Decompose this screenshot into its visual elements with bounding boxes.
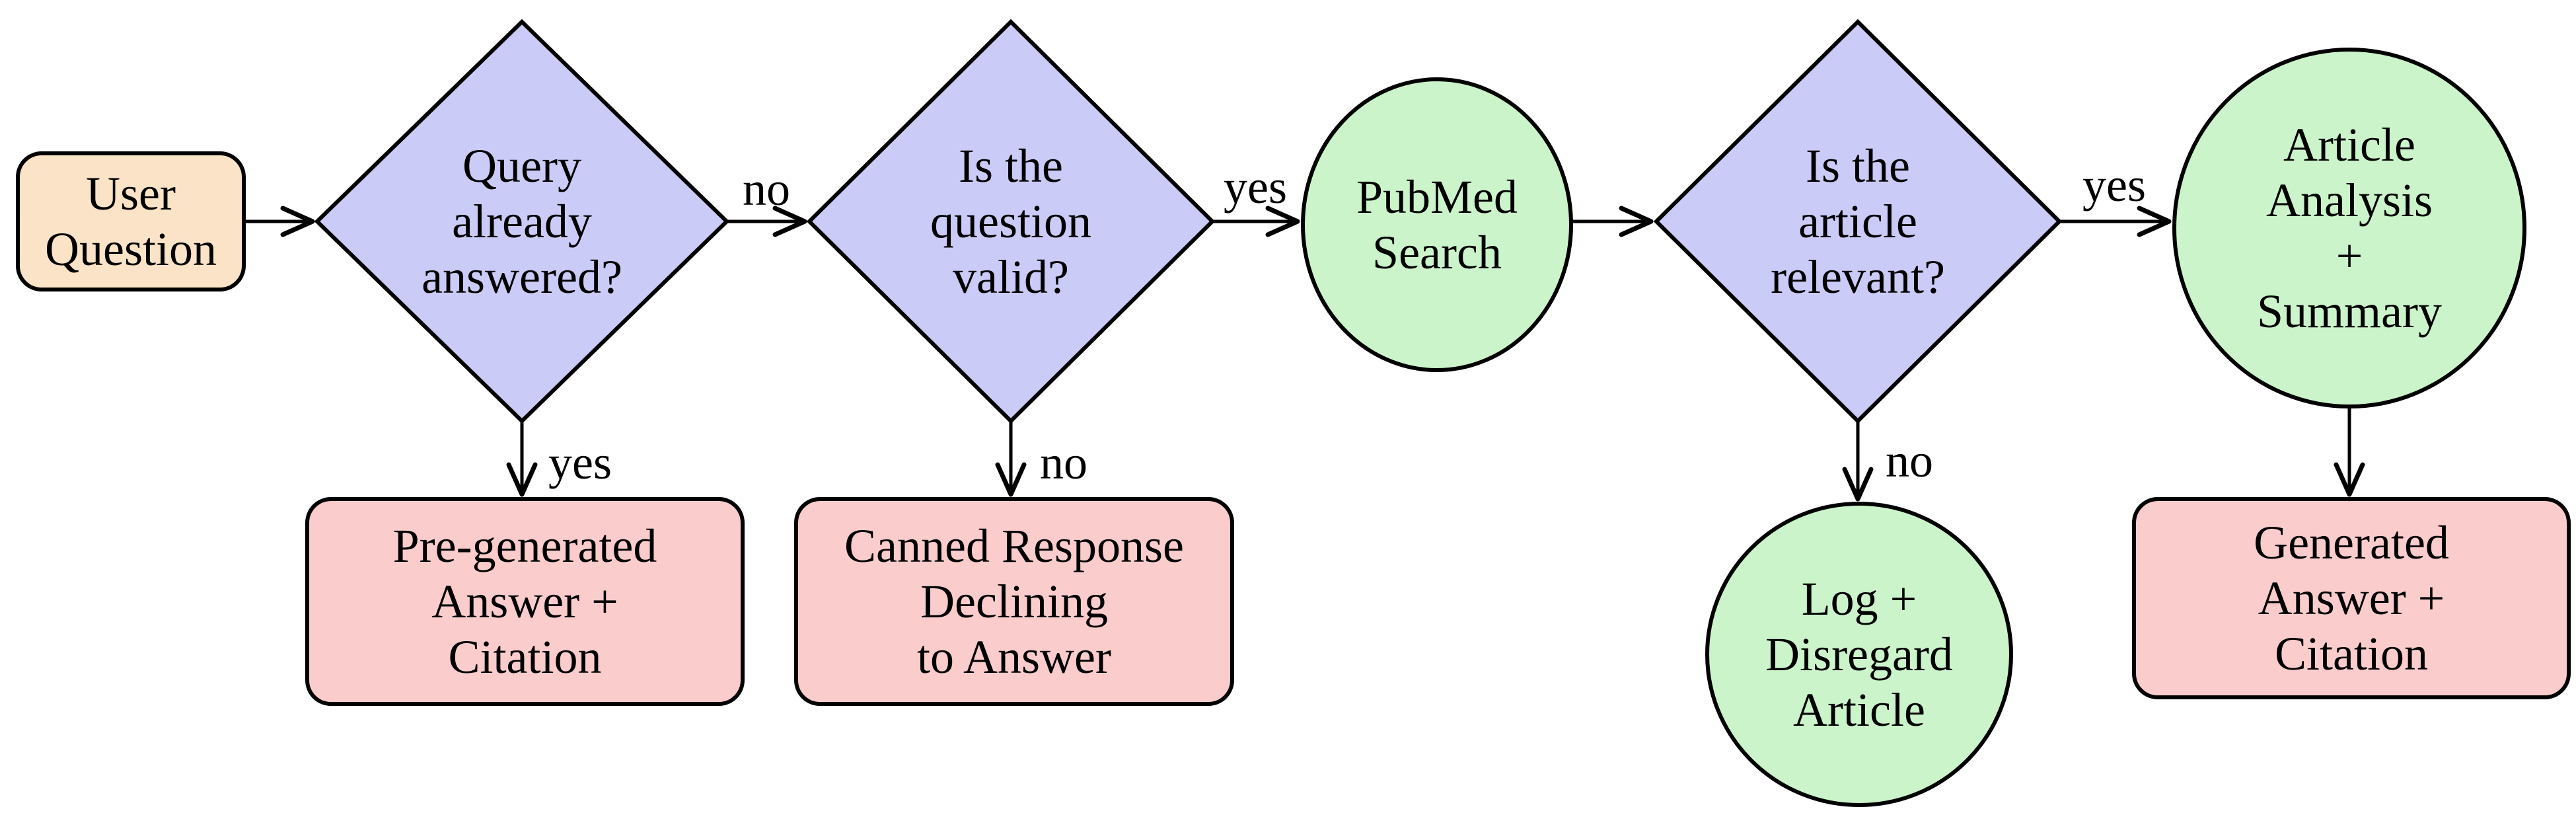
- node-shape-question-valid: [806, 19, 1216, 424]
- node-label-article-relevant: Is the article relevant?: [1771, 139, 1945, 303]
- node-label-user-question: User Question: [45, 167, 217, 276]
- node-shape-user-question: [16, 151, 246, 291]
- node-label-article-analysis: Article Analysis + Summary: [2257, 118, 2442, 338]
- node-shape-pregenerated-answer: [305, 497, 745, 706]
- node-shape-article-relevant: [1653, 19, 2063, 424]
- node-label-question-valid: Is the question valid?: [930, 139, 1091, 303]
- node-label-pregenerated-answer: Pre-generated Answer + Citation: [392, 520, 657, 683]
- edge-label-no-valid-to-canned: no: [1040, 436, 1087, 489]
- edge-label-no-relevant-to-log: no: [1886, 434, 1933, 487]
- node-shape-canned-response: [794, 497, 1234, 706]
- node-label-log-disregard: Log + Disregard Article: [1765, 572, 1953, 736]
- edge-label-yes-relevant-to-analysis: yes: [2082, 159, 2146, 212]
- node-label-query-already-answered: Query already answered?: [422, 139, 622, 303]
- node-shape-generated-answer: [2132, 497, 2571, 699]
- node-shape-log-disregard: [1705, 502, 2013, 807]
- edge-label-yes-valid-to-pubmed: yes: [1224, 161, 1287, 213]
- node-shape-query-already-answered: [314, 19, 730, 424]
- node-shape-article-analysis: [2172, 48, 2526, 408]
- node-label-generated-answer: Generated Answer + Citation: [2254, 516, 2449, 680]
- edge-label-yes-query-to-pregenerated: yes: [548, 436, 612, 489]
- node-label-canned-response: Canned Response Declining to Answer: [844, 520, 1184, 683]
- node-label-pubmed-search: PubMed Search: [1356, 171, 1518, 279]
- node-shape-pubmed-search: [1301, 77, 1573, 372]
- edge-label-no-query-to-valid: no: [743, 163, 790, 215]
